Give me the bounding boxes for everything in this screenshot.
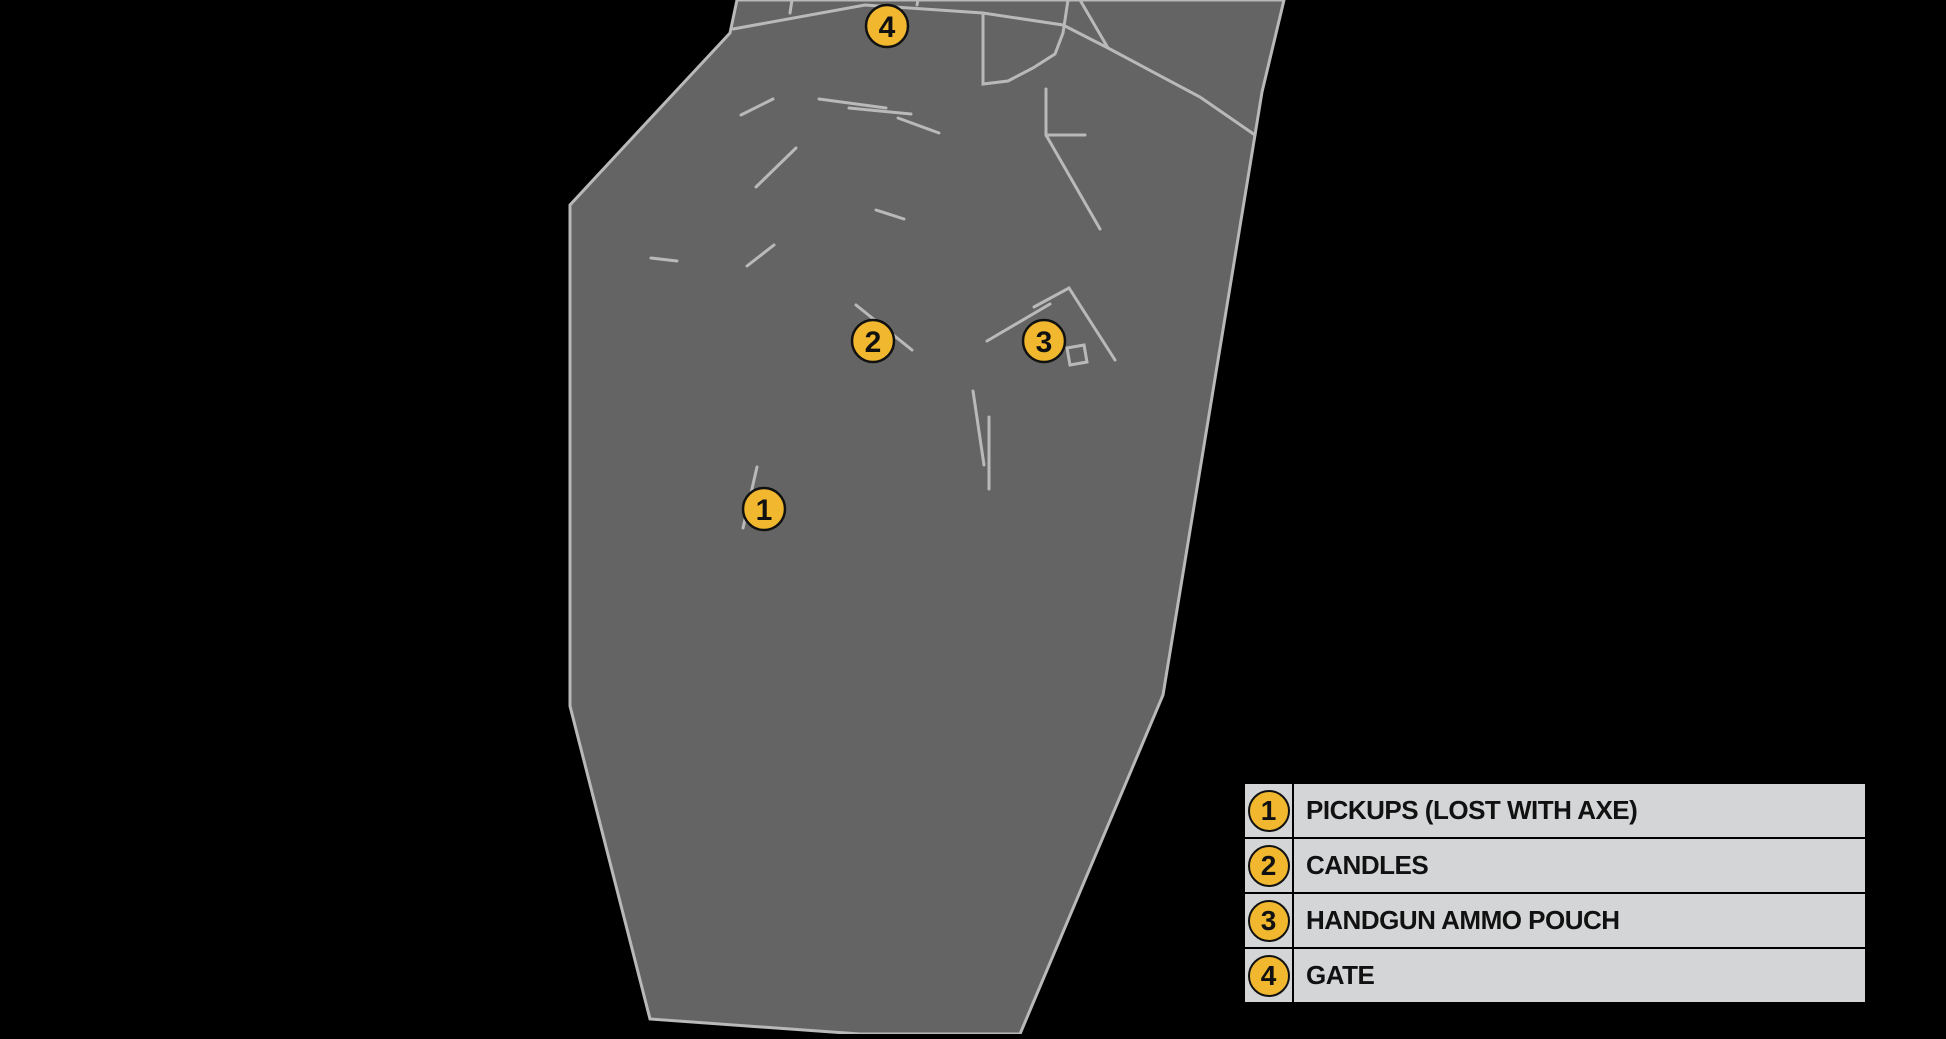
legend-label: CANDLES — [1294, 839, 1865, 892]
map-marker-4[interactable]: 4 — [864, 3, 910, 49]
legend-number-cell: 4 — [1245, 949, 1292, 1002]
legend-item-pickups: 1 PICKUPS (LOST WITH AXE) — [1245, 784, 1865, 837]
legend-number-cell: 2 — [1245, 839, 1292, 892]
legend-item-gate: 4 GATE — [1245, 949, 1865, 1002]
legend-number-badge: 4 — [1247, 954, 1290, 997]
floor-area — [568, 0, 1286, 1036]
map-legend: 1 PICKUPS (LOST WITH AXE) 2 CANDLES 3 HA… — [1244, 783, 1866, 1003]
legend-number-badge: 2 — [1247, 844, 1290, 887]
legend-number-cell: 3 — [1245, 894, 1292, 947]
legend-label: HANDGUN AMMO POUCH — [1294, 894, 1865, 947]
map-marker-number: 4 — [879, 11, 896, 44]
map-marker-number: 2 — [865, 326, 882, 359]
legend-label: PICKUPS (LOST WITH AXE) — [1294, 784, 1865, 837]
map-markers: 1 2 3 4 — [741, 3, 1067, 532]
legend-item-handgun-ammo-pouch: 3 HANDGUN AMMO POUCH — [1245, 894, 1865, 947]
legend-label: GATE — [1294, 949, 1865, 1002]
map-marker-1[interactable]: 1 — [741, 486, 787, 532]
map-marker-number: 1 — [756, 494, 773, 527]
legend-number-badge: 1 — [1247, 789, 1290, 832]
legend-number-badge: 3 — [1247, 899, 1290, 942]
map-marker-2[interactable]: 2 — [850, 318, 896, 364]
legend-number-cell: 1 — [1245, 784, 1292, 837]
legend-item-candles: 2 CANDLES — [1245, 839, 1865, 892]
map-marker-3[interactable]: 3 — [1021, 318, 1067, 364]
map-marker-number: 3 — [1036, 326, 1053, 359]
